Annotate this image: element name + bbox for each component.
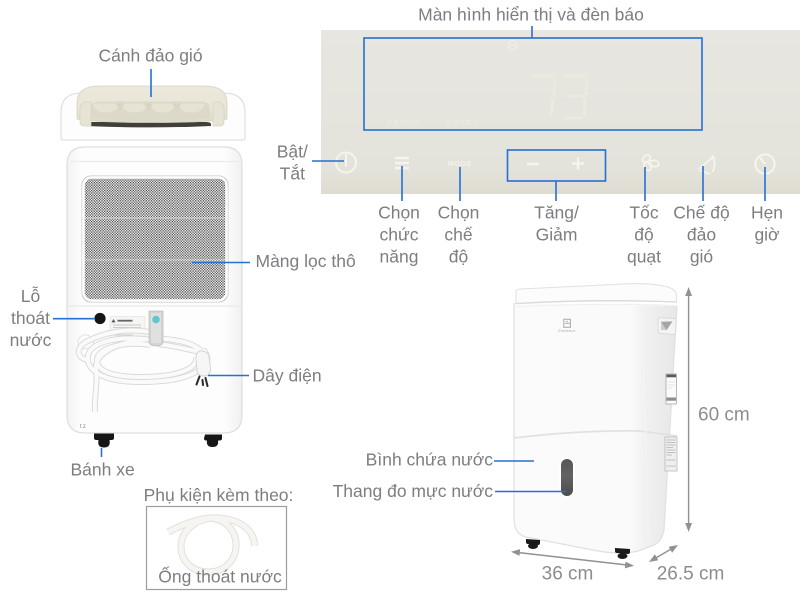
svg-text:DEHUM: DEHUM	[387, 118, 421, 127]
svg-text:năng: năng	[380, 247, 419, 267]
svg-text:MODE: MODE	[448, 161, 472, 168]
svg-text:Chọn: Chọn	[378, 203, 420, 223]
svg-text:Thang đo mực nước: Thang đo mực nước	[333, 481, 494, 501]
svg-text:SMART: SMART	[446, 118, 479, 127]
svg-text:Cánh đảo gió: Cánh đảo gió	[98, 45, 202, 65]
svg-text:giờ: giờ	[754, 225, 779, 245]
svg-text:Bánh xe: Bánh xe	[71, 460, 135, 480]
svg-text:Chế độ: Chế độ	[673, 203, 729, 223]
svg-text:nước: nước	[10, 330, 52, 350]
svg-text:Dây điện: Dây điện	[253, 366, 322, 386]
svg-text:gió: gió	[690, 247, 713, 267]
svg-text:chế: chế	[444, 225, 472, 245]
svg-text:chức: chức	[380, 225, 419, 245]
svg-text:Giảm: Giảm	[536, 225, 578, 245]
svg-text:36 cm: 36 cm	[542, 564, 594, 585]
svg-text:đảo: đảo	[687, 225, 716, 245]
svg-text:26.5 cm: 26.5 cm	[657, 564, 725, 585]
svg-text:quạt: quạt	[627, 247, 661, 267]
svg-text:Electrolux: Electrolux	[559, 329, 576, 333]
svg-text:thoát: thoát	[11, 308, 50, 328]
svg-text:Bật/: Bật/	[277, 142, 308, 162]
svg-text:độ: độ	[449, 247, 468, 267]
svg-text:Bình chứa nước: Bình chứa nước	[366, 449, 494, 469]
svg-text:Ống thoát nước: Ống thoát nước	[158, 566, 282, 587]
svg-text:Chọn: Chọn	[438, 203, 480, 223]
svg-text:Tốc: Tốc	[629, 203, 658, 223]
svg-text:độ: độ	[634, 225, 653, 245]
svg-text:60 cm: 60 cm	[698, 405, 750, 426]
svg-text:Hẹn: Hẹn	[751, 203, 783, 223]
svg-text:t z: t z	[80, 424, 86, 430]
svg-text:Lỗ: Lỗ	[21, 285, 40, 306]
svg-text:Màn hình hiển thị và đèn báo: Màn hình hiển thị và đèn báo	[418, 5, 644, 25]
svg-text:Màng lọc thô: Màng lọc thô	[256, 251, 356, 271]
svg-text:Phụ kiện kèm theo:: Phụ kiện kèm theo:	[144, 485, 294, 505]
svg-text:Tăng/: Tăng/	[534, 203, 579, 223]
svg-text:Tắt: Tắt	[280, 163, 305, 184]
